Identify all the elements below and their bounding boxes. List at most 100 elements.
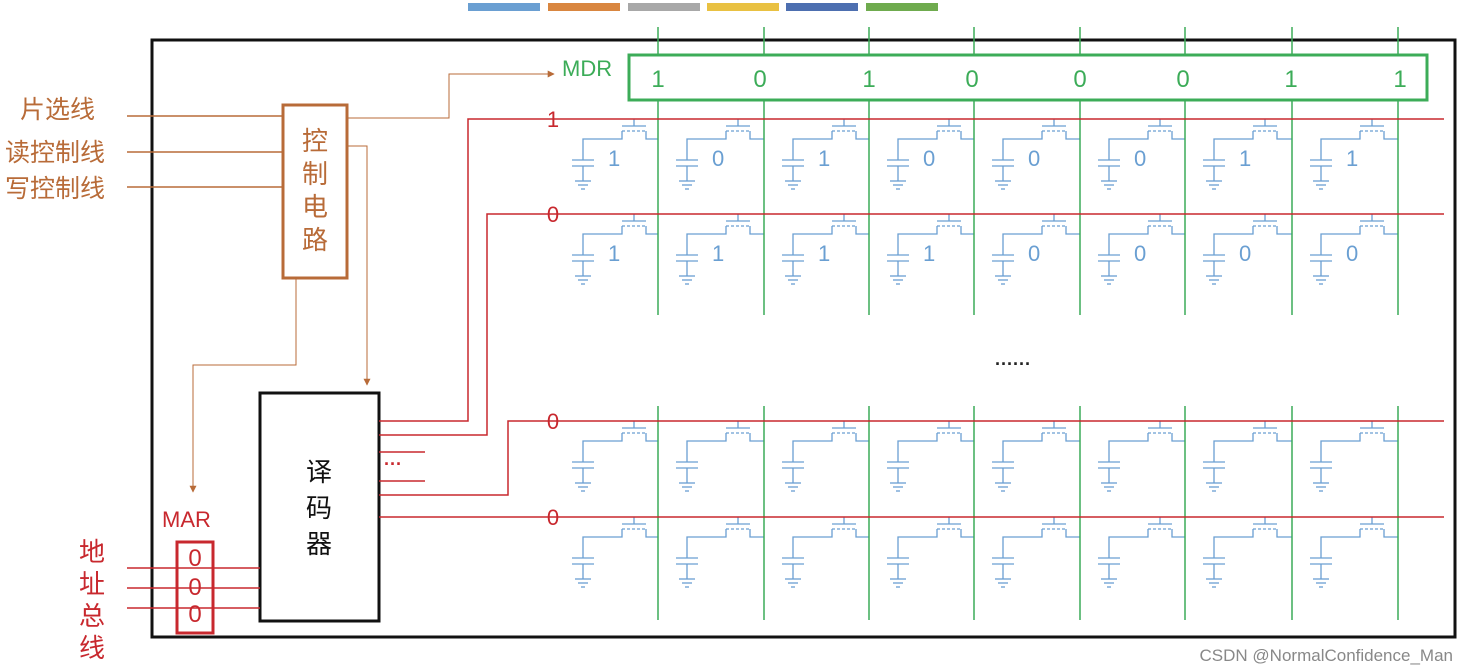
storage-cell bbox=[1310, 517, 1398, 588]
cell-value: 0 bbox=[1028, 241, 1040, 266]
cell-value: 1 bbox=[712, 241, 724, 266]
storage-cell bbox=[1310, 421, 1398, 492]
mdr-bit: 0 bbox=[965, 66, 978, 93]
mdr-bit: 1 bbox=[1393, 66, 1406, 93]
storage-cell: 0 bbox=[1310, 214, 1398, 285]
cell-value: 1 bbox=[608, 146, 620, 171]
storage-cell: 1 bbox=[572, 214, 658, 285]
mdr-bit: 1 bbox=[1284, 66, 1297, 93]
mdr-bit: 0 bbox=[753, 66, 766, 93]
cell-value: 1 bbox=[1346, 146, 1358, 171]
storage-cell bbox=[782, 517, 869, 588]
control-char-1: 控 bbox=[302, 127, 328, 157]
word-line-value: 1 bbox=[547, 107, 559, 132]
storage-cell: 0 bbox=[1098, 119, 1185, 190]
mdr-label: MDR bbox=[562, 56, 612, 81]
cell-value: 1 bbox=[818, 146, 830, 171]
storage-cell: 1 bbox=[782, 214, 869, 285]
mdr-bit: 0 bbox=[1073, 66, 1086, 93]
color-strip-segment bbox=[866, 3, 938, 11]
storage-cell bbox=[887, 517, 974, 588]
storage-cell bbox=[887, 421, 974, 492]
memory-chip-boundary bbox=[150, 38, 1457, 639]
cell-value: 1 bbox=[923, 241, 935, 266]
mar-label: MAR bbox=[162, 507, 211, 532]
decoder-char-2: 码 bbox=[306, 494, 332, 524]
storage-cell bbox=[1098, 421, 1185, 492]
cell-value: 0 bbox=[1346, 241, 1358, 266]
cell-value: 0 bbox=[1028, 146, 1040, 171]
storage-cell bbox=[572, 421, 658, 492]
storage-cell-array: 1 0 1 0 0 0 1 1 1 1 1 1 0 0 0 0 bbox=[572, 119, 1398, 588]
decoder-char-1: 译 bbox=[306, 458, 332, 488]
word-lines: 1 0 0 0 bbox=[545, 107, 1444, 530]
write-control-line-label: 写控制线 bbox=[5, 174, 105, 203]
address-bus-char-1: 地 bbox=[79, 538, 105, 568]
storage-cell bbox=[992, 517, 1080, 588]
cell-value: 0 bbox=[1239, 241, 1251, 266]
control-char-2: 制 bbox=[302, 160, 328, 190]
storage-cell: 0 bbox=[676, 119, 764, 190]
storage-cell bbox=[1203, 517, 1292, 588]
storage-cell bbox=[676, 421, 764, 492]
mdr-bit: 1 bbox=[862, 66, 875, 93]
decoder-output-ellipsis: ··· bbox=[384, 454, 402, 474]
rows-ellipsis: ······ bbox=[995, 354, 1031, 374]
storage-cell: 0 bbox=[1098, 214, 1185, 285]
color-strip-segment bbox=[786, 3, 858, 11]
storage-cell: 0 bbox=[992, 119, 1080, 190]
decoder-output-2 bbox=[379, 213, 545, 436]
cell-value: 0 bbox=[923, 146, 935, 171]
storage-cell bbox=[782, 421, 869, 492]
decoder-box bbox=[258, 391, 381, 623]
storage-cell: 0 bbox=[992, 214, 1080, 285]
color-strip bbox=[468, 3, 938, 11]
cell-value: 0 bbox=[712, 146, 724, 171]
chip-select-line-label: 片选线 bbox=[20, 95, 95, 124]
mdr-bit: 0 bbox=[1176, 66, 1189, 93]
cell-value: 0 bbox=[1134, 241, 1146, 266]
control-to-mar-arrow bbox=[189, 278, 297, 493]
decoder-output-3 bbox=[379, 420, 545, 496]
mdr-bit: 1 bbox=[651, 66, 664, 93]
decoder-char-3: 器 bbox=[306, 530, 332, 560]
color-strip-segment bbox=[707, 3, 779, 11]
storage-cell: 0 bbox=[887, 119, 974, 190]
cell-value: 0 bbox=[1134, 146, 1146, 171]
storage-cell: 1 bbox=[1203, 119, 1292, 190]
storage-cell bbox=[1203, 421, 1292, 492]
control-char-3: 电 bbox=[302, 193, 328, 223]
decoder-output-1 bbox=[379, 118, 545, 422]
cell-value: 1 bbox=[608, 241, 620, 266]
word-line-value: 0 bbox=[547, 202, 559, 227]
color-strip-segment bbox=[468, 3, 540, 11]
cell-value: 1 bbox=[818, 241, 830, 266]
color-strip-segment bbox=[628, 3, 700, 11]
storage-cell: 0 bbox=[1203, 214, 1292, 285]
control-to-mdr-arrow bbox=[347, 70, 555, 119]
mar-bit-1: 0 bbox=[188, 545, 201, 572]
control-char-4: 路 bbox=[302, 226, 328, 256]
storage-cell bbox=[1098, 517, 1185, 588]
storage-cell: 1 bbox=[676, 214, 764, 285]
storage-cell: 1 bbox=[572, 119, 658, 190]
storage-cell: 1 bbox=[782, 119, 869, 190]
cell-value: 1 bbox=[1239, 146, 1251, 171]
watermark: CSDN @NormalConfidence_Man bbox=[1200, 646, 1453, 665]
storage-cell bbox=[572, 517, 658, 588]
mdr-register bbox=[627, 53, 1429, 102]
storage-cell: 1 bbox=[1310, 119, 1398, 190]
storage-cell bbox=[676, 517, 764, 588]
address-bus-char-3: 总 bbox=[79, 602, 105, 632]
mdr-bits: 1 0 1 0 0 0 1 1 bbox=[651, 66, 1406, 93]
address-bus-char-4: 线 bbox=[79, 634, 105, 664]
control-to-decoder-arrow bbox=[347, 145, 371, 386]
word-line-value: 0 bbox=[547, 505, 559, 530]
color-strip-segment bbox=[548, 3, 620, 11]
storage-cell: 1 bbox=[887, 214, 974, 285]
word-line-value: 0 bbox=[547, 409, 559, 434]
control-circuit-box bbox=[281, 103, 349, 280]
address-bus-char-2: 址 bbox=[79, 570, 105, 600]
mar-bit-3: 0 bbox=[188, 601, 201, 628]
